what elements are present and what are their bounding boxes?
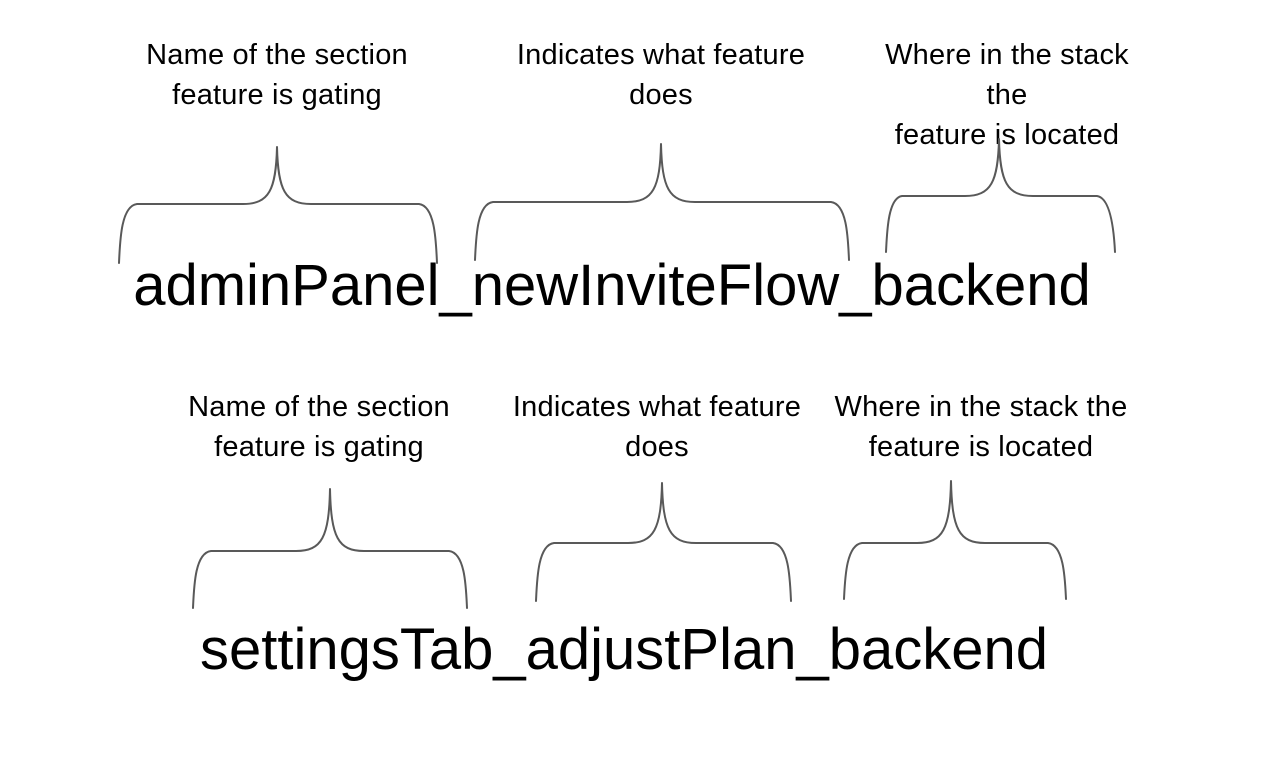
flag-name-example-2: settingsTab_adjustPlan_backend — [199, 617, 1049, 682]
brace-stack-1 — [885, 138, 1116, 253]
annotation-label-stack-1: Where in the stack the feature is locate… — [885, 39, 1129, 151]
flag-name-example-1: adminPanel_newInviteFlow_backend — [133, 253, 1091, 318]
annotation-label-stack-2: Where in the stack the feature is locate… — [834, 391, 1128, 463]
annotation-label-feature-1: Indicates what feature does — [516, 39, 806, 111]
annotation-label-section-2: Name of the section feature is gating — [188, 391, 450, 463]
brace-section-2 — [192, 488, 468, 609]
annotation-label-section-1: Name of the section feature is gating — [146, 39, 408, 111]
brace-section-1 — [118, 146, 438, 264]
brace-feature-1 — [474, 143, 850, 261]
brace-stack-2 — [843, 480, 1067, 600]
annotation-label-feature-2: Indicates what feature does — [512, 391, 802, 463]
brace-feature-2 — [535, 482, 792, 602]
